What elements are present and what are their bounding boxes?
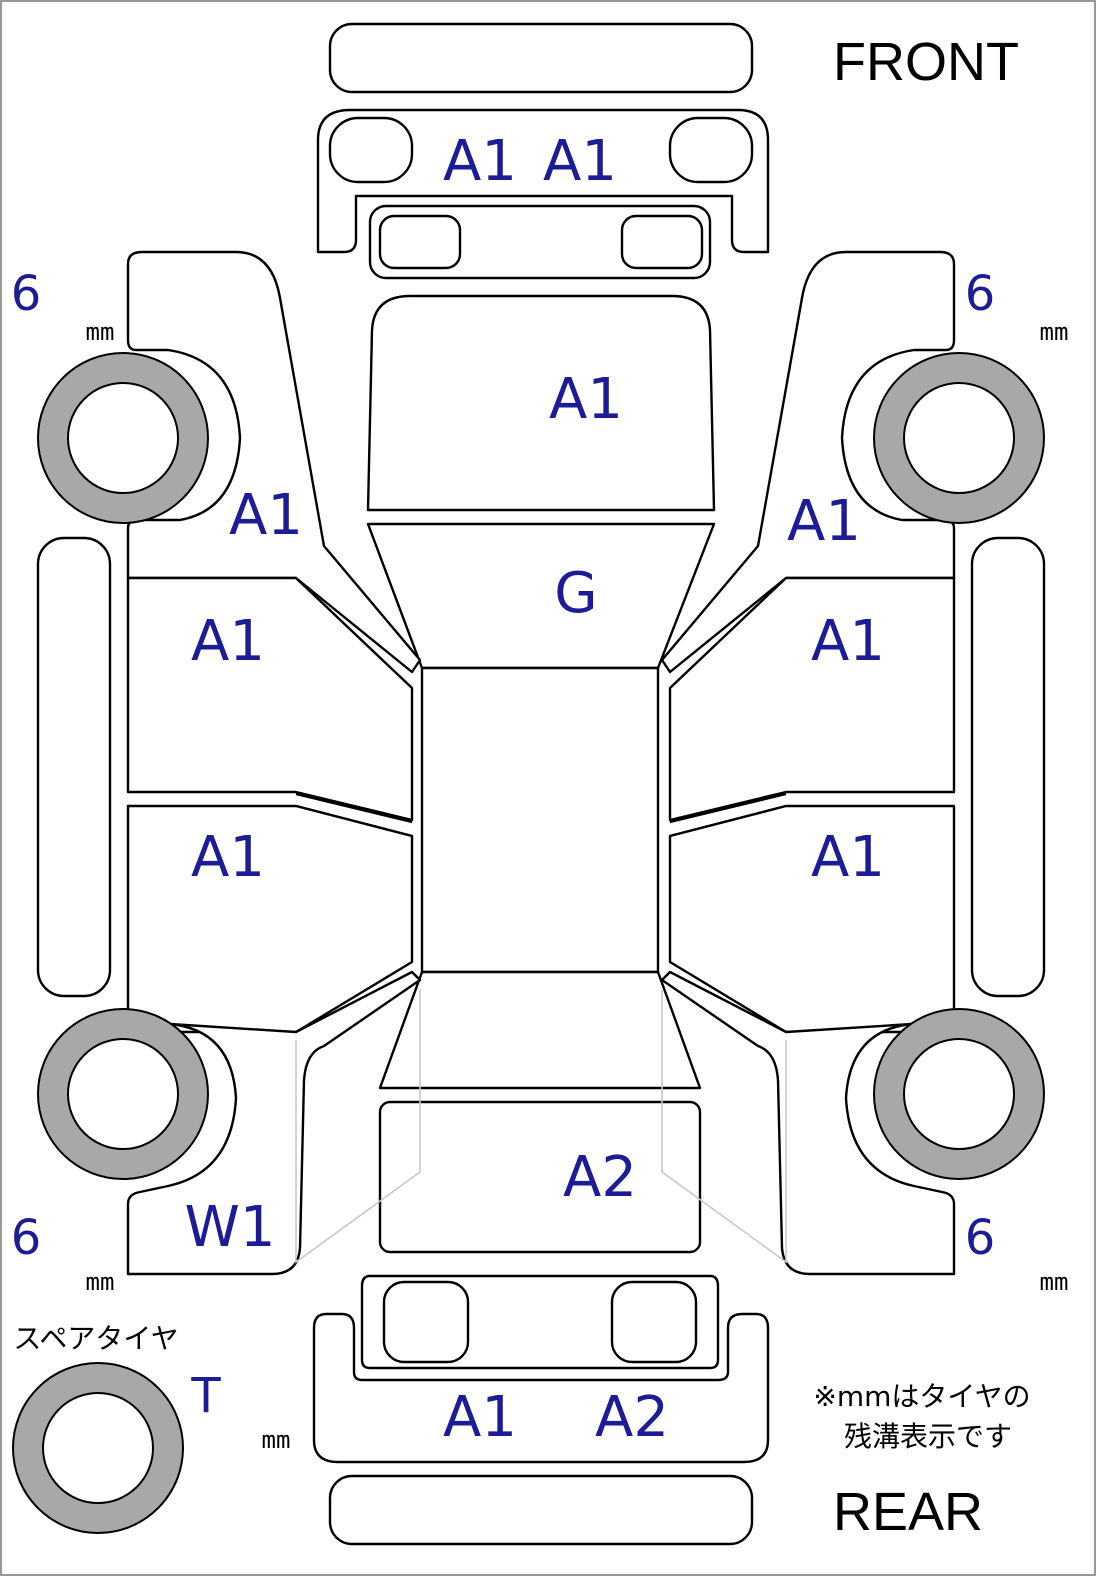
rear-heading: REAR bbox=[833, 1482, 983, 1542]
right-door-seam-upper bbox=[669, 792, 787, 824]
front-right-tire-rim bbox=[903, 382, 1015, 494]
left-door-seam-upper bbox=[295, 792, 413, 824]
front-right-tire-outline bbox=[873, 352, 1045, 524]
spare-tire-outline bbox=[12, 1362, 184, 1534]
hood-panel[interactable] bbox=[366, 294, 716, 512]
rear-right-tire-depth: 6 bbox=[965, 1210, 996, 1266]
grade-front-bumper-right: A1 bbox=[543, 129, 617, 194]
left-rear-ghost-line bbox=[295, 990, 421, 1264]
front-right-headlight bbox=[668, 116, 754, 184]
right-side-step[interactable] bbox=[970, 536, 1046, 998]
grade-rear-hatch: A2 bbox=[563, 1145, 637, 1210]
front-right-tire-depth: 6 bbox=[965, 266, 996, 322]
rear-left-tire-rim bbox=[67, 1038, 179, 1150]
spare-tire-unit: mm bbox=[262, 1426, 291, 1454]
left-rear-quarter[interactable] bbox=[126, 970, 422, 1276]
spare-tire-depth: T bbox=[190, 1368, 221, 1424]
roof-panel[interactable] bbox=[420, 666, 660, 974]
tread-note-line2: 残溝表示です bbox=[844, 1420, 1012, 1453]
front-left-tire-depth: 6 bbox=[11, 266, 42, 322]
front-left-lamp bbox=[378, 214, 462, 270]
rear-bottom-panel[interactable] bbox=[328, 1474, 754, 1546]
front-left-tire-unit: mm bbox=[86, 318, 115, 346]
right-front-fender[interactable] bbox=[660, 250, 956, 674]
left-side-step[interactable] bbox=[36, 536, 112, 998]
right-rear-ghost-line bbox=[661, 990, 787, 1264]
grade-rear-bumper-left: A1 bbox=[443, 1385, 517, 1450]
rear-right-lamp bbox=[610, 1280, 698, 1364]
grade-front-bumper-left: A1 bbox=[443, 129, 517, 194]
grade-left-rear-quarter: W1 bbox=[185, 1195, 276, 1260]
front-top-panel[interactable] bbox=[328, 22, 754, 94]
rear-left-lamp bbox=[382, 1280, 470, 1364]
front-left-tire-rim bbox=[67, 382, 179, 494]
right-rear-quarter[interactable] bbox=[660, 970, 956, 1276]
rear-right-tire-unit: mm bbox=[1040, 1268, 1069, 1296]
front-right-tire-unit: mm bbox=[1040, 318, 1069, 346]
grade-left-front-fender: A1 bbox=[229, 483, 303, 548]
rear-bumper[interactable] bbox=[312, 1312, 770, 1464]
rear-left-tire-icon[interactable] bbox=[38, 1009, 208, 1179]
tread-note-line1: ※mmはタイヤの bbox=[813, 1380, 1030, 1413]
right-front-door[interactable] bbox=[668, 576, 956, 822]
grade-right-front-door: A1 bbox=[811, 609, 885, 674]
left-front-fender[interactable] bbox=[126, 250, 422, 674]
left-front-door[interactable] bbox=[126, 576, 414, 822]
rear-left-tire-unit: mm bbox=[86, 1268, 115, 1296]
grade-left-rear-door: A1 bbox=[191, 825, 265, 890]
front-left-tire-outline bbox=[37, 352, 209, 524]
grade-rear-bumper-right: A2 bbox=[595, 1385, 669, 1450]
rear-hatch-panel[interactable] bbox=[378, 1100, 702, 1254]
rear-left-tire-outline bbox=[37, 1008, 209, 1180]
grade-right-rear-door: A1 bbox=[811, 825, 885, 890]
rear-left-tire-depth: 6 bbox=[11, 1210, 42, 1266]
front-right-tire-icon[interactable] bbox=[874, 353, 1044, 523]
grade-windshield: G bbox=[554, 561, 597, 626]
front-bumper[interactable] bbox=[316, 108, 770, 254]
spare-tire-label: スペアタイヤ bbox=[13, 1322, 178, 1355]
spare-tire-icon[interactable] bbox=[13, 1363, 183, 1533]
grade-hood: A1 bbox=[549, 367, 623, 432]
spare-tire-rim bbox=[42, 1392, 154, 1504]
rear-right-tire-icon[interactable] bbox=[874, 1009, 1044, 1179]
rear-right-tire-outline bbox=[873, 1008, 1045, 1180]
grade-left-front-door: A1 bbox=[191, 609, 265, 674]
front-left-headlight bbox=[328, 116, 414, 184]
front-right-lamp bbox=[620, 214, 704, 270]
windshield[interactable] bbox=[366, 522, 716, 670]
rear-right-tire-rim bbox=[903, 1038, 1015, 1150]
front-heading: FRONT bbox=[833, 32, 1019, 92]
rear-glass[interactable] bbox=[378, 970, 702, 1090]
grade-right-front-fender: A1 bbox=[787, 489, 861, 554]
front-left-tire-icon[interactable] bbox=[38, 353, 208, 523]
